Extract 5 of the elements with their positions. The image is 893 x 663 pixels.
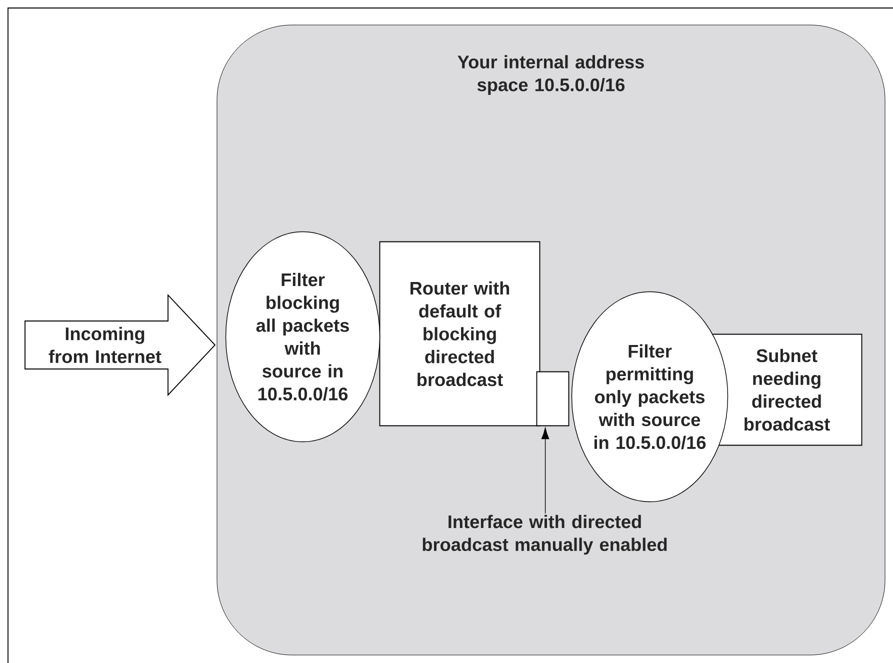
subnet-box: Subnet needing directed broadcast [711,334,862,446]
callout-text: Interface with directed broadcast manually enabled [422,514,667,555]
arrow [541,428,550,514]
router-box: Router with default of blocking directed broadcast [379,241,540,426]
interface-box [536,371,570,426]
